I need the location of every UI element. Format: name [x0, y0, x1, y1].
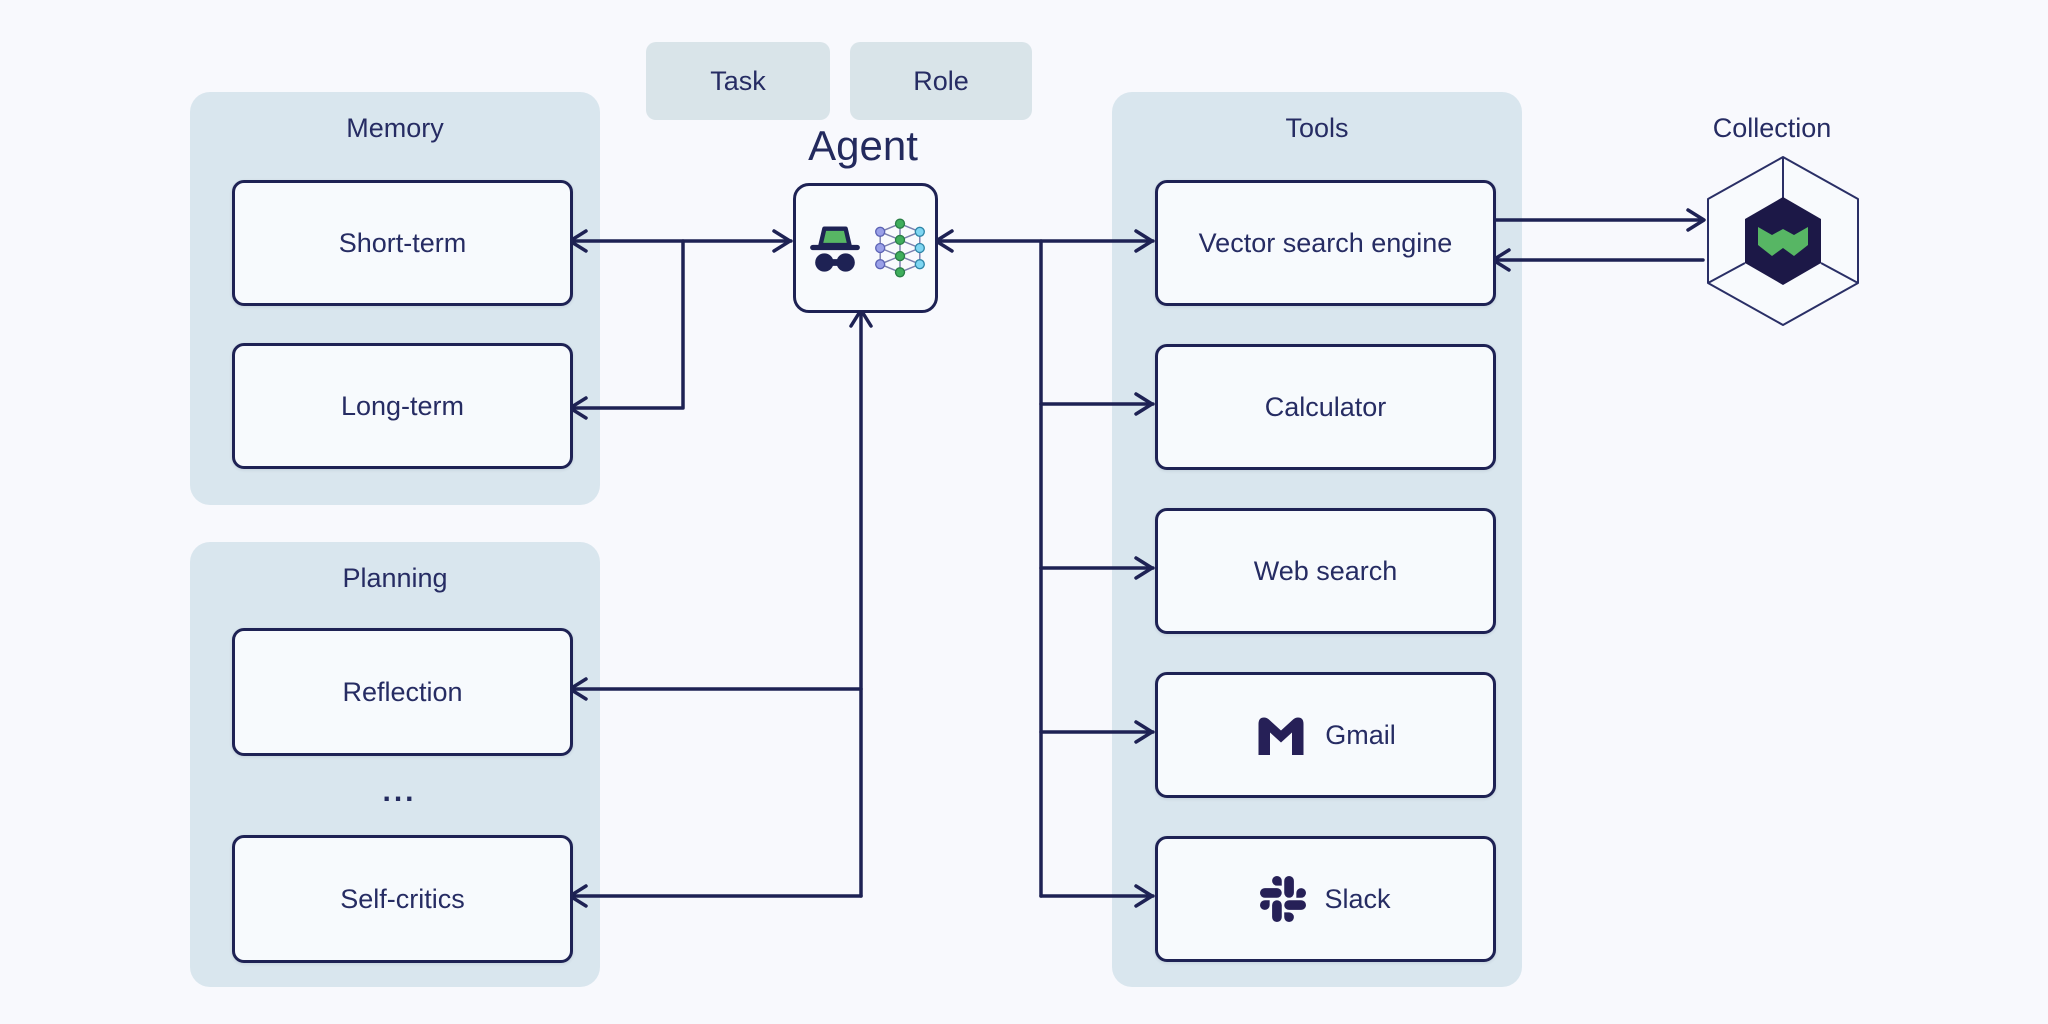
arrow-into-calculator [1134, 392, 1154, 416]
tool-gmail-label: Gmail [1325, 719, 1396, 750]
task-chip: Task [646, 42, 830, 120]
arrow-into-vector-search [1134, 229, 1154, 253]
tool-slack-node: Slack [1155, 836, 1496, 962]
memory-short-term-node: Short-term [232, 180, 573, 306]
memory-long-term-node: Long-term [232, 343, 573, 469]
planning-self-critics-label: Self-critics [340, 883, 465, 914]
weaviate-logo [1707, 156, 1859, 326]
tool-gmail-node: Gmail [1155, 672, 1496, 798]
tool-slack-label: Slack [1324, 883, 1391, 914]
tool-web-search-node: Web search [1155, 508, 1496, 634]
planning-reflection-label: Reflection [342, 676, 463, 707]
arrow-into-collection [1686, 208, 1706, 232]
edge-agent-long-term [569, 239, 685, 410]
incognito-icon [810, 226, 860, 272]
role-chip-label: Role [913, 65, 969, 96]
tool-calculator-label: Calculator [1264, 391, 1387, 422]
arrow-into-agent-left [772, 229, 792, 253]
role-chip: Role [850, 42, 1032, 120]
task-chip-label: Task [710, 65, 766, 96]
slack-icon [1260, 876, 1307, 922]
planning-ellipsis: ... [382, 775, 417, 808]
planning-self-critics-node: Self-critics [232, 835, 573, 963]
collection-title: Collection [1712, 113, 1832, 143]
memory-long-term-label: Long-term [340, 390, 465, 421]
gmail-icon [1258, 717, 1304, 755]
agent-title: Agent [808, 122, 918, 169]
arrow-into-slack [1134, 884, 1154, 908]
tools-panel-title: Tools [1285, 113, 1349, 143]
planning-reflection-node: Reflection [232, 628, 573, 756]
agent-node [793, 183, 938, 313]
tool-web-search-label: Web search [1253, 555, 1398, 586]
arrow-into-web-search [1134, 556, 1154, 580]
tool-vector-search-label: Vector search engine [1198, 227, 1453, 258]
neural-network-icon [875, 218, 925, 278]
tool-calculator-node: Calculator [1155, 344, 1496, 470]
memory-short-term-label: Short-term [338, 227, 467, 258]
memory-panel-title: Memory [346, 113, 444, 143]
planning-panel-title: Planning [342, 563, 448, 593]
arrow-into-gmail [1134, 720, 1154, 744]
tool-vector-search-node: Vector search engine [1155, 180, 1496, 306]
